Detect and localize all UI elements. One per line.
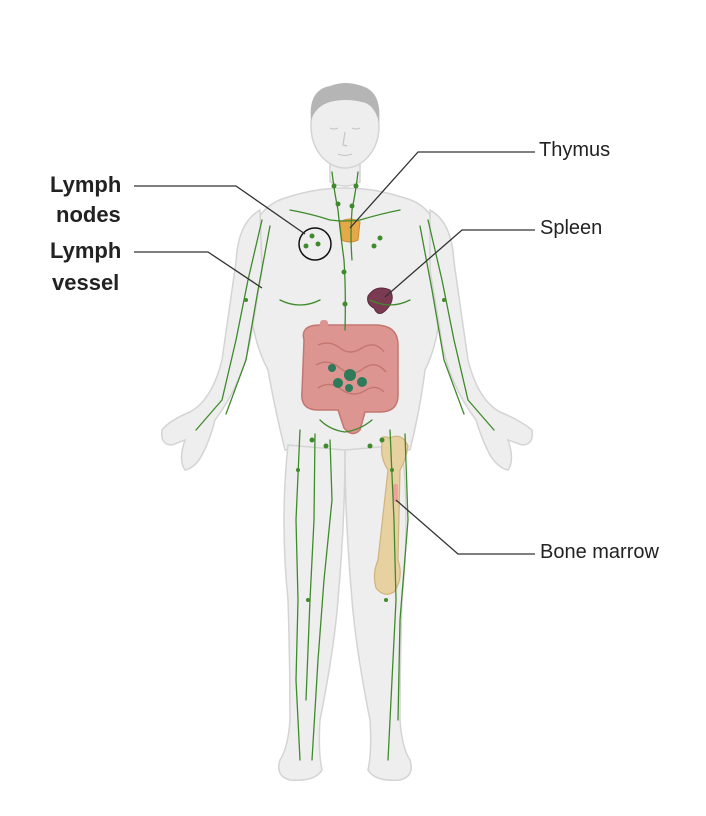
thymus-organ xyxy=(339,218,361,243)
lymph-nodes-leader xyxy=(134,185,306,235)
face xyxy=(329,127,361,157)
spleen-label: Spleen xyxy=(540,217,603,239)
lymph-nodes xyxy=(244,183,446,602)
hair xyxy=(310,83,380,122)
lymph-nodes-label-line2: nodes xyxy=(56,202,121,227)
bone-marrow-highlight xyxy=(393,484,398,502)
thymus-label: Thymus xyxy=(539,139,611,161)
spleen-leader xyxy=(384,229,535,298)
bone-marrow-leader xyxy=(395,499,535,555)
lymph-nodes-callout-circle xyxy=(298,227,332,261)
lymph-vessel-leader xyxy=(134,251,263,289)
lymph-vessels xyxy=(195,171,495,761)
abdominal-lymph-nodes xyxy=(328,364,367,392)
lymph-nodes-label-line1: Lymph xyxy=(50,172,122,197)
spleen-organ xyxy=(367,287,393,314)
lymph-vessel-label-line2: vessel xyxy=(52,270,120,295)
lymph-vessel-label-line1: Lymph xyxy=(50,238,122,263)
bone-marrow-label: Bone marrow xyxy=(540,541,659,563)
leader-lines xyxy=(134,151,535,555)
femur-bone xyxy=(373,435,409,595)
thymus-leader xyxy=(349,151,535,229)
